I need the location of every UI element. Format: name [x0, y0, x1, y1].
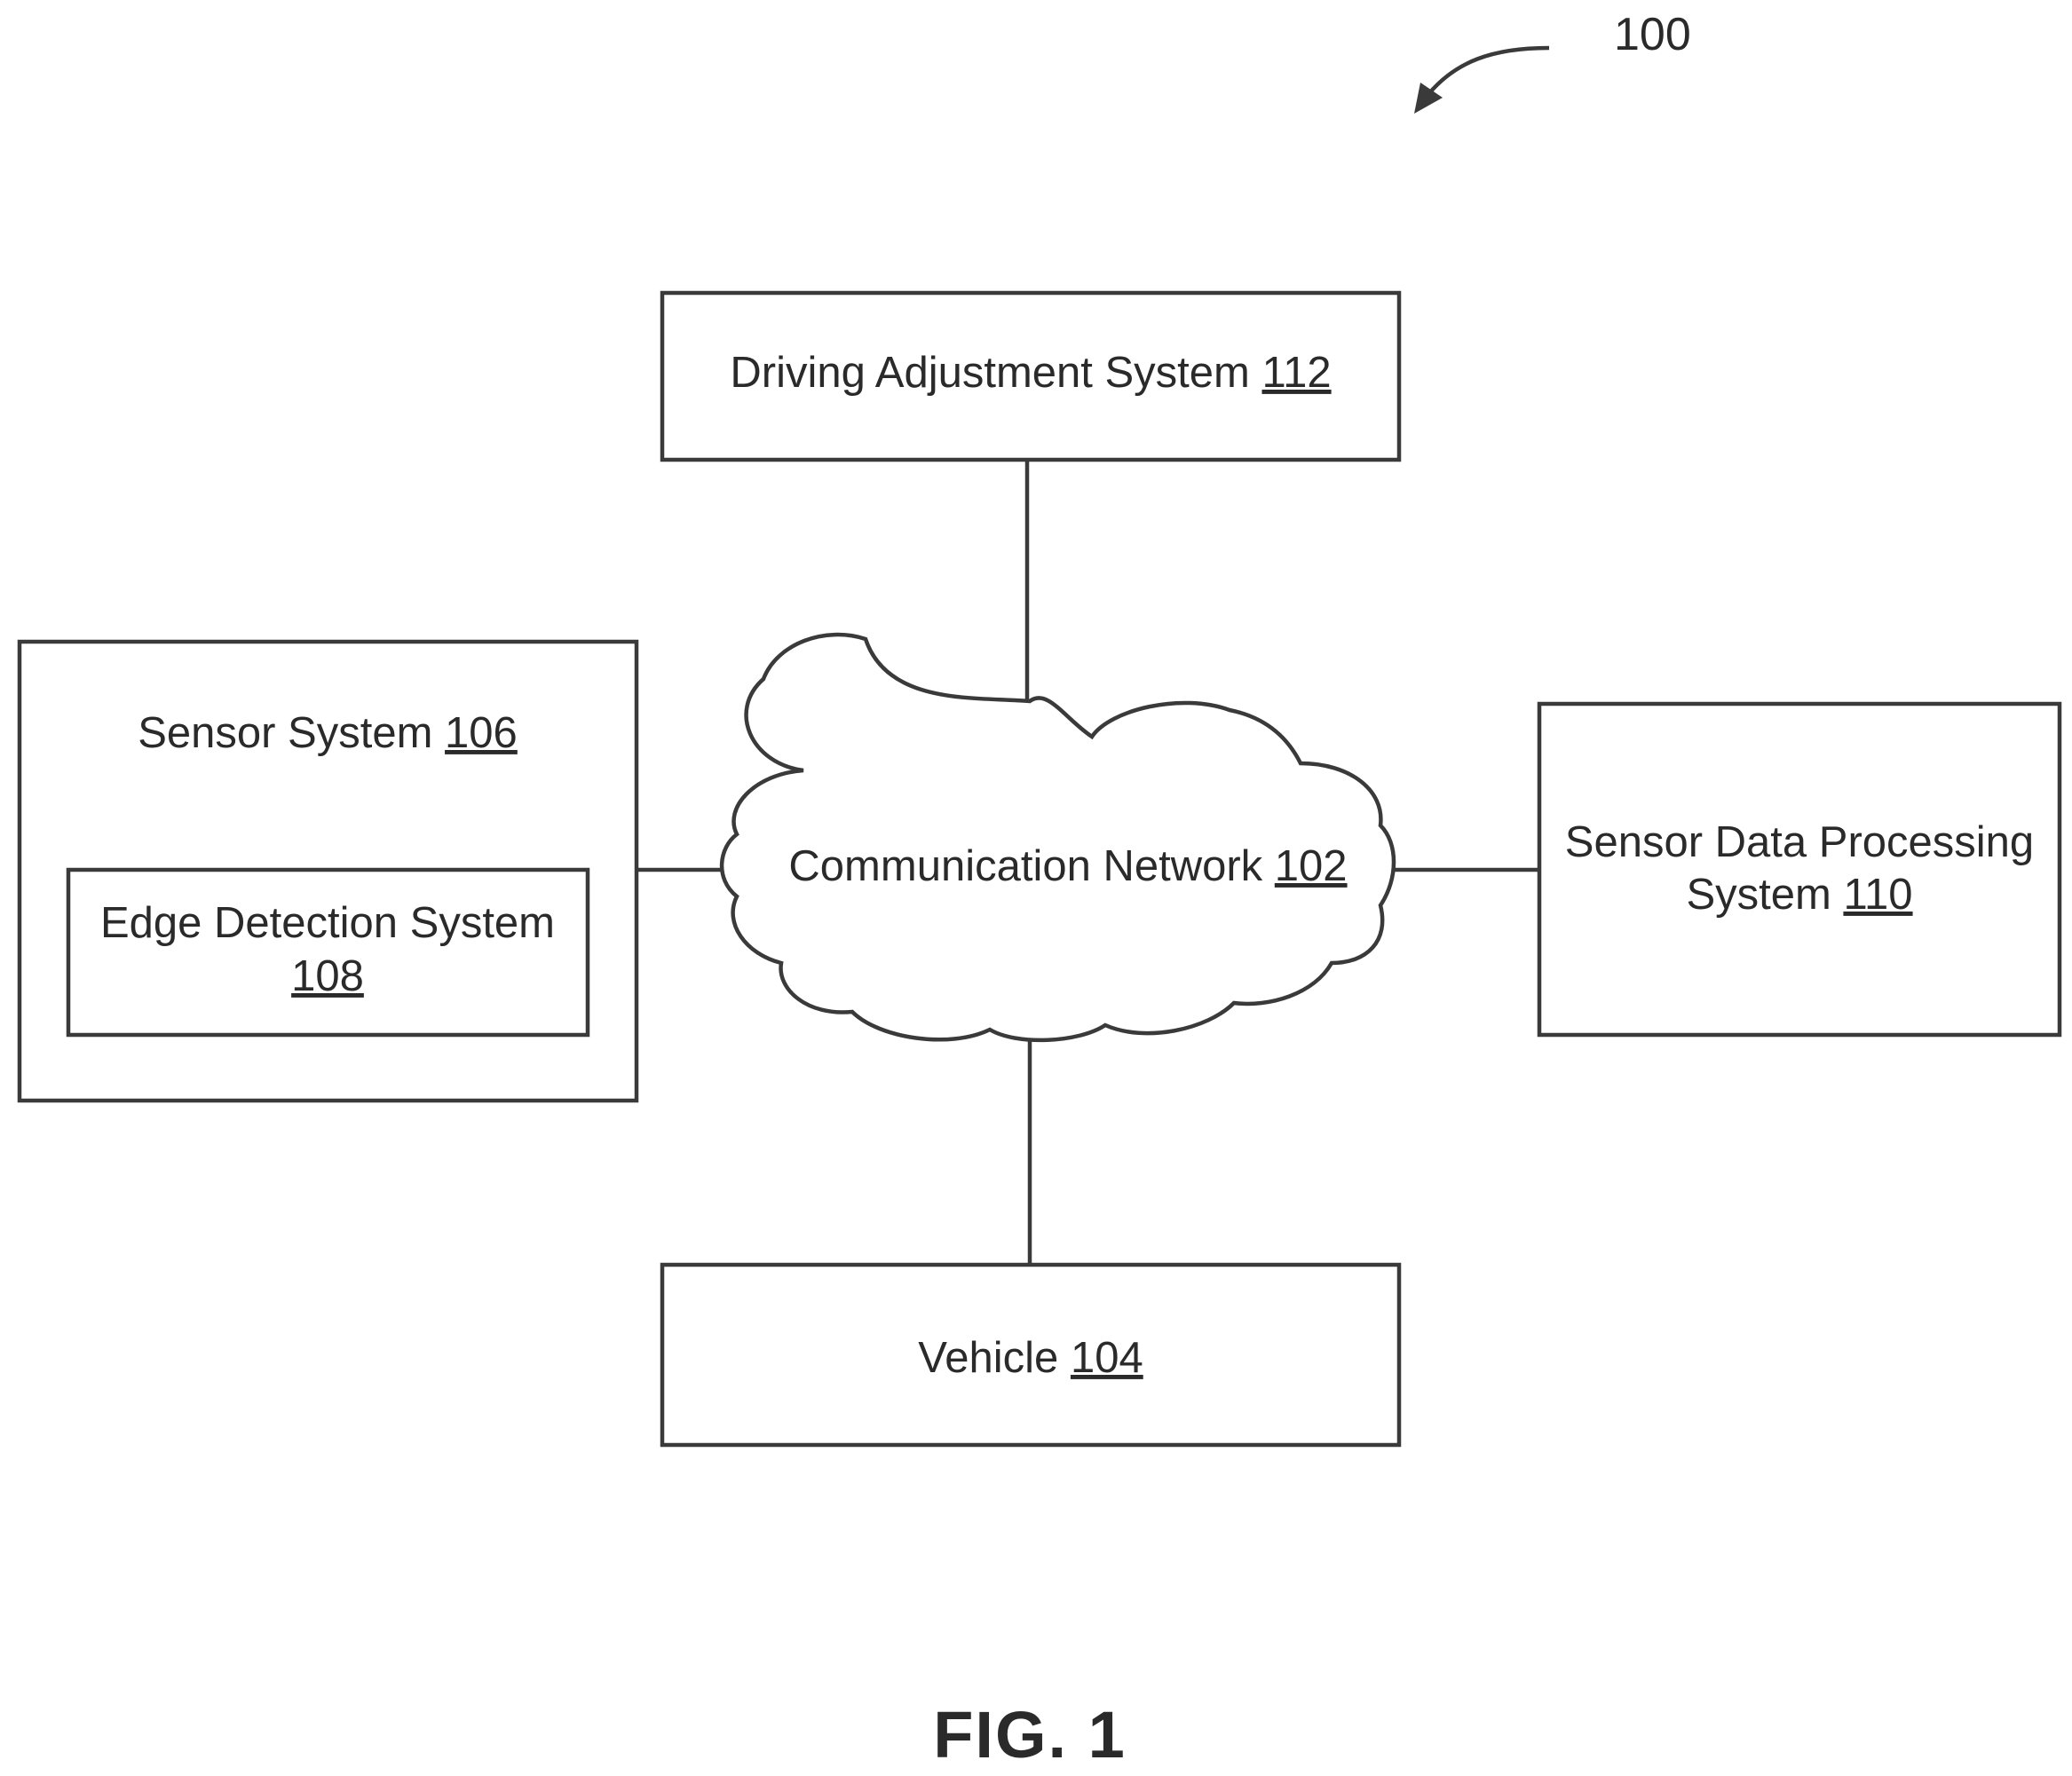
sensor-data-processing-ref: 110 [1843, 871, 1912, 919]
figure-ref-number: 100 [1614, 9, 1691, 60]
node-vehicle: Vehicle 104 [662, 1265, 1399, 1445]
vehicle-label: Vehicle 104 [918, 1334, 1143, 1382]
network-ref: 102 [1275, 842, 1348, 890]
sensor-system-label: Sensor System 106 [138, 709, 518, 757]
node-network-cloud: Communication Network 102 [722, 635, 1394, 1040]
ref-arrow-curve [1429, 48, 1549, 93]
figure-caption: FIG. 1 [933, 1698, 1127, 1772]
sensor-data-processing-label-line1: Sensor Data Processing [1565, 818, 2034, 866]
network-label: Communication Network 102 [788, 842, 1347, 890]
ref-arrow-head [1414, 83, 1443, 114]
sensor-data-processing-label-line2: System 110 [1686, 871, 1912, 919]
node-edge-detection: Edge Detection System 108 [68, 870, 588, 1035]
node-driving-adjustment: Driving Adjustment System 112 [662, 293, 1399, 460]
driving-adjustment-ref: 112 [1262, 349, 1332, 397]
sensor-system-ref: 106 [445, 709, 518, 757]
cloud-shape [722, 635, 1394, 1040]
edge-detection-label: Edge Detection System [100, 899, 555, 947]
node-sensor-data-processing: Sensor Data Processing System 110 [1539, 704, 2060, 1035]
vehicle-ref: 104 [1071, 1334, 1143, 1382]
edge-detection-ref: 108 [291, 952, 364, 1000]
driving-adjustment-label: Driving Adjustment System 112 [730, 349, 1331, 397]
